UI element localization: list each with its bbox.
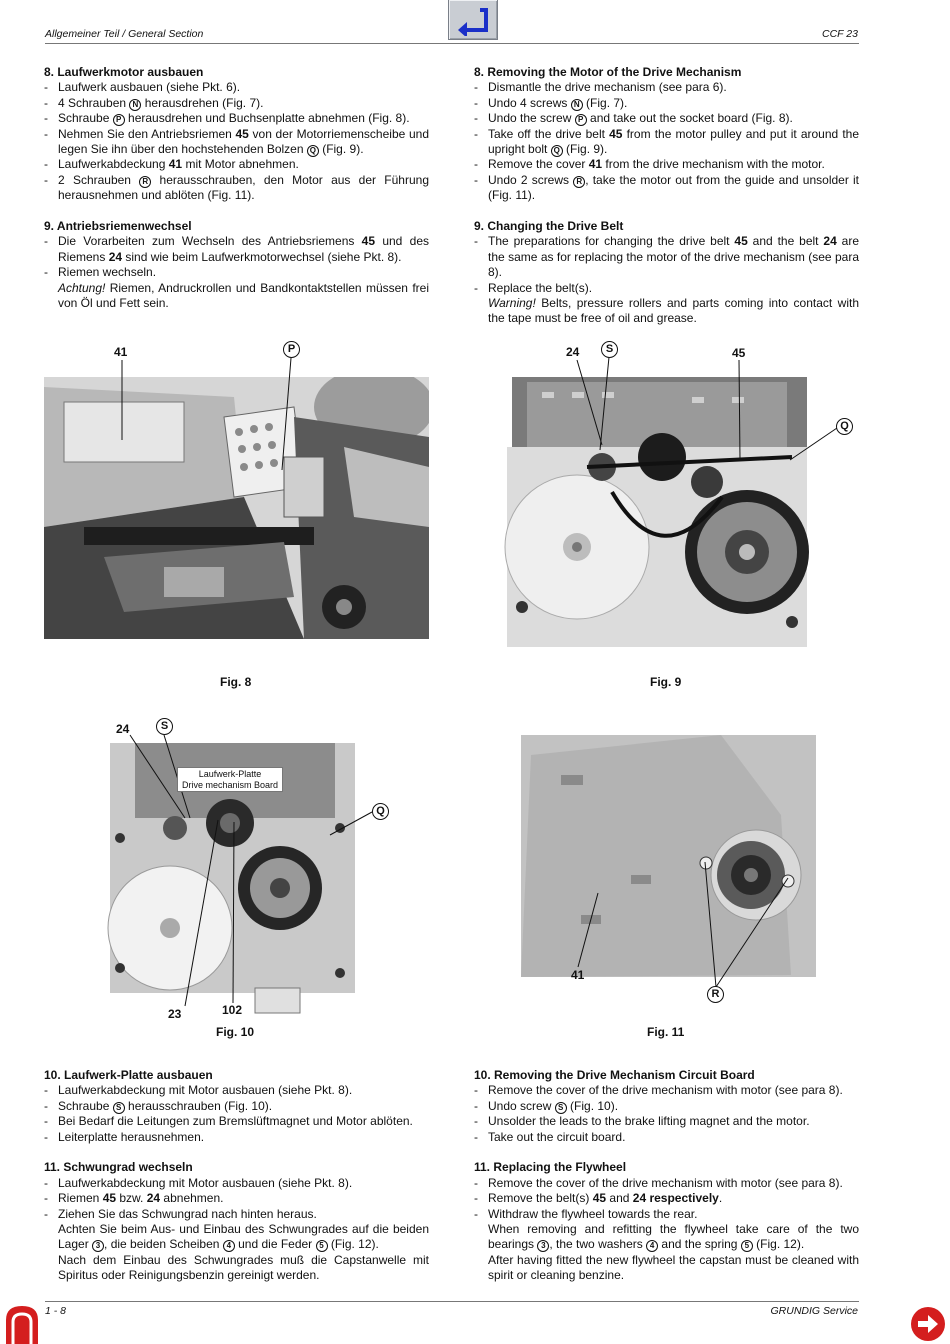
list-item: Riemen 45 bzw. 24 abnehmen. (44, 1191, 429, 1207)
fig11-photo (521, 735, 816, 977)
list-item: 2 Schrauben R herausschrauben, den Motor… (44, 173, 429, 204)
ref-marker: 5 (740, 1240, 753, 1253)
list-item: Take out the circuit board. (474, 1130, 859, 1146)
section-title: 10. Laufwerk-Platte ausbauen (44, 1068, 213, 1082)
return-arrow-icon (458, 8, 488, 36)
list-item: Riemen wechseln. (44, 265, 429, 281)
next-page-arrow-icon (911, 1307, 945, 1341)
list-item: Replace the belt(s). (474, 281, 859, 297)
section-title: 11. Replacing the Flywheel (474, 1160, 627, 1175)
list-item: Laufwerkabdeckung mit Motor ausbauen (si… (44, 1083, 429, 1099)
page-number: 1 - 8 (45, 1305, 67, 1317)
list-item: Unsolder the leads to the brake lifting … (474, 1114, 859, 1130)
list-item: Take off the drive belt 45 from the moto… (474, 127, 859, 158)
list-item: Undo the screw P and take out the socket… (474, 111, 859, 127)
list-item: 4 Schrauben N herausdrehen (Fig. 7). (44, 96, 429, 112)
fig10-caption: Fig. 10 (216, 1025, 255, 1039)
fig9-label-45: 45 (732, 346, 746, 360)
ref-marker: 4 (646, 1240, 659, 1253)
list-item: Undo 4 screws N (Fig. 7). (474, 96, 859, 112)
ref-marker: 5 (315, 1240, 328, 1253)
fig11-label-r: R (707, 986, 724, 1003)
ref-marker: 3 (92, 1240, 105, 1253)
list-item: Schraube P herausdrehen und Buchsenplatt… (44, 111, 429, 127)
back-button[interactable] (448, 0, 498, 40)
footer-rule (45, 1301, 859, 1302)
list-item: Laufwerkabdeckung mit Motor ausbauen (si… (44, 1176, 429, 1192)
fig9-label-24: 24 (566, 345, 580, 359)
list-item: Nehmen Sie den Antriebsriemen 45 von der… (44, 127, 429, 158)
fig10-label-24: 24 (116, 722, 130, 736)
fig10-board-label: Laufwerk-Platte Drive mechanism Board (177, 767, 283, 792)
ref-marker: P (112, 114, 125, 127)
list-item: Remove the cover of the drive mechanism … (474, 1176, 859, 1192)
fig10-label-102: 102 (222, 1003, 243, 1017)
list-item: Remove the cover of the drive mechanism … (474, 1083, 859, 1099)
previous-page-button[interactable] (4, 1304, 40, 1344)
fig9-photo (492, 377, 817, 647)
ref-marker: S (112, 1101, 125, 1114)
list-item: Leiterplatte herausnehmen. (44, 1130, 429, 1146)
note: After having fitted the new flywheel the… (488, 1252, 859, 1283)
section-title: 11. Schwungrad wechseln (44, 1160, 193, 1175)
ref-marker: R (573, 175, 586, 188)
fig9-label-s: S (601, 341, 618, 358)
fig9-label-q: Q (836, 418, 853, 435)
list-item: Undo screw S (Fig. 10). (474, 1099, 859, 1115)
fig9-caption: Fig. 9 (650, 675, 682, 689)
footer-brand: GRUNDIG Service (770, 1305, 858, 1317)
header-rule (45, 43, 859, 44)
fig11-label-41: 41 (571, 968, 585, 982)
fig10-label-q: Q (372, 803, 389, 820)
list-item: Bei Bedarf die Leitungen zum Bremslüftma… (44, 1114, 429, 1130)
section-title: 8. Laufwerkmotor ausbauen (44, 65, 204, 79)
english-text-top: 8. Removing the Motor of the Drive Mecha… (474, 65, 859, 327)
ref-marker: 4 (222, 1240, 235, 1253)
list-item: Withdraw the flywheel towards the rear. (474, 1207, 859, 1223)
list-item: Dismantle the drive mechanism (see para … (474, 80, 859, 96)
section-title: 8. Removing the Motor of the Drive Mecha… (474, 65, 742, 79)
list-item: Schraube S herausschrauben (Fig. 10). (44, 1099, 429, 1115)
warning-note: Achtung! Riemen, Andruckrollen und Bandk… (58, 280, 429, 311)
list-item: Laufwerk ausbauen (siehe Pkt. 6). (44, 80, 429, 96)
ref-marker: S (554, 1101, 567, 1114)
ref-marker: 3 (537, 1240, 550, 1253)
next-page-button[interactable] (910, 1306, 946, 1342)
ref-marker: N (129, 98, 142, 111)
note: Nach dem Einbau des Schwungrades muß die… (58, 1252, 429, 1283)
section-title: 10. Removing the Drive Mechanism Circuit… (474, 1068, 755, 1082)
list-item: Remove the belt(s) 45 and 24 respectivel… (474, 1191, 859, 1207)
header-model: CCF 23 (822, 28, 858, 40)
note: Achten Sie beim Aus- und Einbau des Schw… (58, 1222, 429, 1253)
ref-marker: Q (306, 145, 319, 158)
header-section-title: Allgemeiner Teil / General Section (45, 28, 204, 40)
ref-marker: Q (550, 145, 563, 158)
section-title: 9. Changing the Drive Belt (474, 219, 624, 234)
ref-marker: R (139, 175, 152, 188)
fig10-label-23: 23 (168, 1007, 182, 1021)
previous-page-icon (6, 1306, 38, 1344)
warning-note: Warning! Belts, pressure rollers and par… (488, 296, 859, 326)
fig10-label-s: S (156, 718, 173, 735)
ref-marker: P (574, 114, 587, 127)
fig8-label-p: P (283, 341, 300, 358)
list-item: Die Vorarbeiten zum Wechseln des Antrieb… (44, 234, 429, 265)
note: When removing and refitting the flywheel… (488, 1222, 859, 1253)
list-item: Ziehen Sie das Schwungrad nach hinten he… (44, 1207, 429, 1223)
fig8-caption: Fig. 8 (220, 675, 252, 689)
fig8-photo (44, 377, 429, 639)
fig8-label-41: 41 (114, 345, 128, 359)
ref-marker: N (570, 98, 583, 111)
section-title: 9. Antriebsriemenwechsel (44, 219, 192, 234)
list-item: Remove the cover 41 from the drive mecha… (474, 157, 859, 173)
english-text-bottom: 10. Removing the Drive Mechanism Circuit… (474, 1068, 859, 1284)
list-item: The preparations for changing the drive … (474, 234, 859, 280)
german-text-bottom: 10. Laufwerk-Platte ausbauen Laufwerkabd… (44, 1068, 429, 1284)
list-item: Undo 2 screws R, take the motor out from… (474, 173, 859, 204)
german-text-top: 8. Laufwerkmotor ausbauen Laufwerk ausba… (44, 65, 429, 311)
fig11-caption: Fig. 11 (647, 1025, 685, 1039)
list-item: Laufwerkabdeckung 41 mit Motor abnehmen. (44, 157, 429, 173)
